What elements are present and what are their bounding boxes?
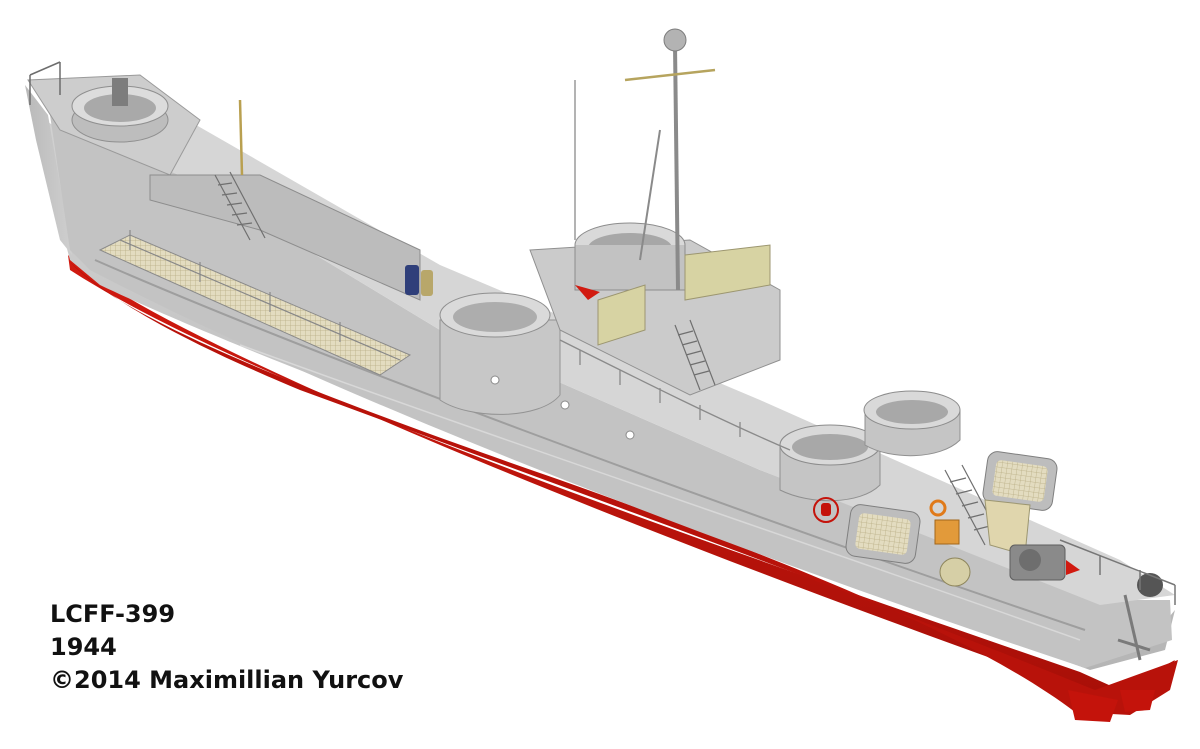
midship-tub-base	[439, 319, 561, 415]
copyright-credit: ©2014 Maximillian Yurcov	[50, 666, 404, 694]
yardarm	[624, 68, 716, 82]
life-raft-grid	[992, 460, 1048, 502]
winch-drum	[1019, 549, 1041, 571]
bridge-ladder	[674, 319, 716, 391]
stern-anchor	[1117, 594, 1151, 661]
image-caption: LCFF-399 1944 ©2014 Maximillian Yurcov	[50, 598, 403, 697]
hull-emblem	[813, 497, 839, 523]
flagstaff	[238, 99, 244, 176]
bow-gun-tub-inner	[84, 94, 156, 122]
orange-locker	[934, 519, 960, 545]
well-bulkhead	[149, 174, 421, 301]
hull-emblem-door	[821, 503, 831, 516]
stern-reel	[1137, 573, 1163, 597]
bridge-tub-wall	[574, 245, 686, 291]
ship-designation: LCFF-399	[50, 600, 176, 628]
porthole	[490, 375, 500, 385]
life-raft-grid	[855, 513, 911, 555]
drum	[405, 265, 419, 295]
rub-rail	[94, 259, 1086, 631]
red-flag	[575, 285, 600, 300]
mast	[673, 44, 680, 291]
aft-gun-tub-inner	[792, 434, 868, 460]
porthole	[560, 400, 570, 410]
radar-dome	[663, 28, 687, 52]
drum	[421, 270, 433, 296]
ship-year: 1944	[50, 633, 117, 661]
aft-gun-tub-inner	[876, 400, 948, 424]
bow-gun	[112, 78, 128, 106]
mast-strut	[639, 129, 661, 261]
bow-face	[25, 85, 72, 255]
porthole	[625, 430, 635, 440]
stern-guardrail	[1059, 539, 1176, 605]
deck-guardrail	[559, 339, 791, 451]
skeg	[1068, 690, 1118, 722]
skeg	[1120, 690, 1155, 712]
walkway-rail	[119, 230, 401, 361]
midship-gun-tub-inner	[453, 302, 537, 332]
splinter-screen	[684, 244, 771, 301]
bow-guardrail	[29, 61, 61, 105]
splinter-screen	[597, 284, 646, 346]
rub-rail	[239, 344, 1081, 641]
stern-ladder	[944, 464, 1003, 546]
cable-reel	[939, 557, 971, 587]
red-flag	[1066, 560, 1080, 575]
life-ring	[929, 499, 947, 517]
ladder	[214, 171, 266, 241]
